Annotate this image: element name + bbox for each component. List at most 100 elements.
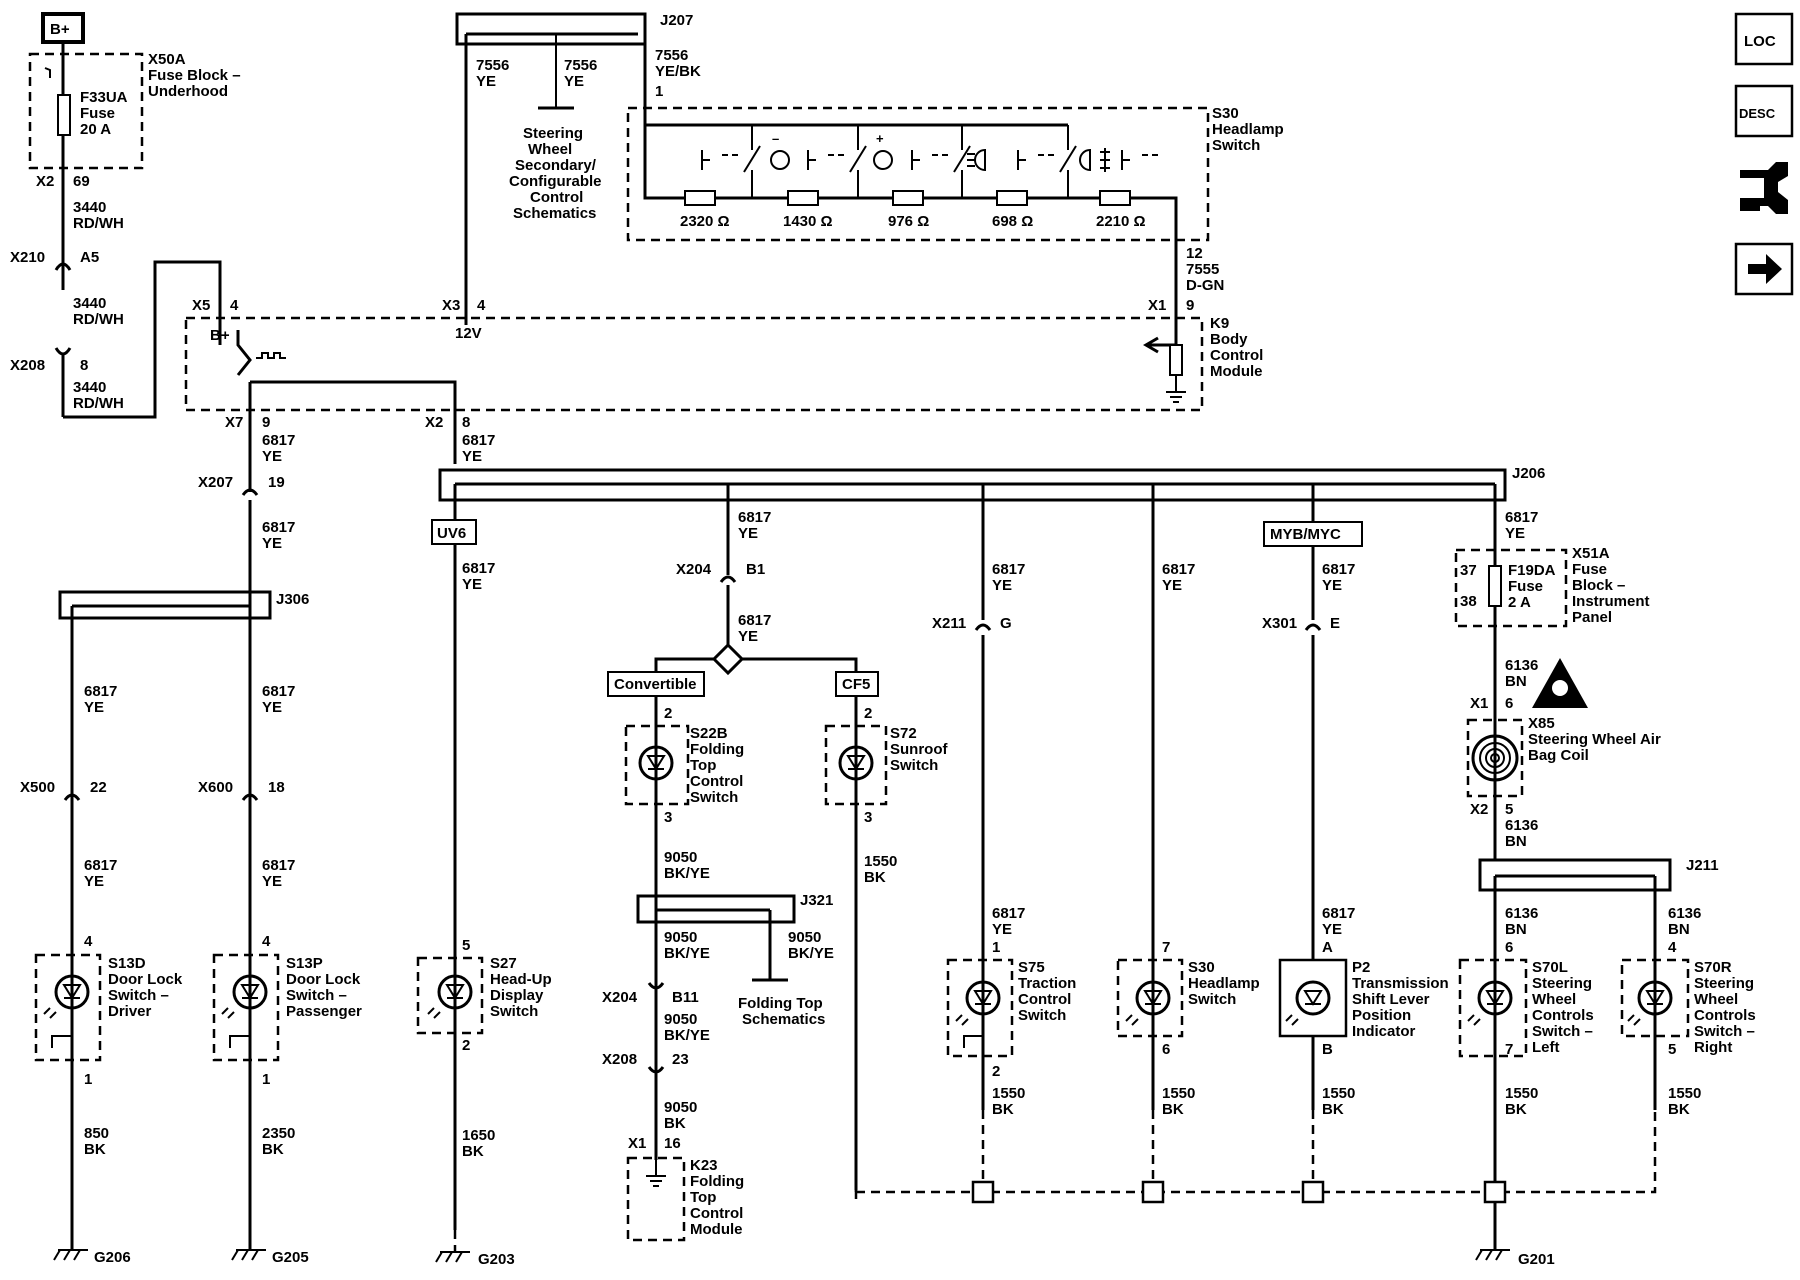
svg-text:F19DA: F19DA: [1508, 562, 1556, 579]
svg-text:7556: 7556: [564, 57, 597, 74]
svg-text:9: 9: [262, 414, 270, 431]
svg-text:BK: BK: [1162, 1101, 1184, 1118]
svg-text:BK: BK: [1322, 1101, 1344, 1118]
x210-connector: [54, 262, 72, 271]
svg-text:Steering: Steering: [1532, 975, 1592, 992]
svg-text:Fuse: Fuse: [1508, 578, 1543, 595]
svg-text:6136: 6136: [1505, 905, 1538, 922]
svg-text:1550: 1550: [1505, 1085, 1538, 1102]
svg-text:Passenger: Passenger: [286, 1003, 362, 1020]
svg-text:8: 8: [80, 357, 88, 374]
svg-text:1550: 1550: [1162, 1085, 1195, 1102]
svg-text:B1: B1: [746, 561, 765, 578]
svg-text:A5: A5: [80, 249, 99, 266]
svg-text:4: 4: [1668, 939, 1677, 956]
svg-text:BK: BK: [262, 1141, 284, 1158]
svg-text:X5: X5: [192, 297, 210, 314]
svg-text:YE: YE: [262, 448, 282, 465]
svg-text:Switch: Switch: [490, 1003, 538, 1020]
j206-splice: [438, 468, 1507, 502]
svg-text:Left: Left: [1532, 1039, 1560, 1056]
svg-text:YE: YE: [476, 73, 496, 90]
svg-text:Control: Control: [690, 1205, 743, 1222]
resistor-value-4: 2210 Ω: [1096, 213, 1146, 230]
svg-text:Fuse: Fuse: [1572, 561, 1607, 578]
svg-text:Underhood: Underhood: [148, 83, 228, 100]
svg-text:Secondary/: Secondary/: [515, 157, 597, 174]
svg-text:J206: J206: [1512, 465, 1545, 482]
next-page-button[interactable]: [1734, 242, 1794, 296]
p2-transmission-shift-lever-indicator: MYB/MYC 6817 YE X301 E 6817 YE A P2 Tran…: [1262, 484, 1449, 1118]
svg-text:5: 5: [1668, 1041, 1676, 1058]
svg-text:Convertible: Convertible: [614, 676, 697, 693]
connector-repair-icon[interactable]: [1740, 162, 1788, 214]
svg-text:850: 850: [84, 1125, 109, 1142]
svg-text:Position: Position: [1352, 1007, 1411, 1024]
x600-connector: [241, 793, 259, 801]
svg-text:X211: X211: [932, 615, 966, 632]
svg-text:6817: 6817: [738, 612, 771, 629]
svg-text:9050: 9050: [788, 929, 821, 946]
svg-text:LOC: LOC: [1744, 33, 1776, 50]
svg-text:69: 69: [73, 173, 90, 190]
ground-bus: [854, 1110, 1657, 1204]
loc-button[interactable]: LOC: [1734, 12, 1794, 66]
svg-text:Control: Control: [1210, 347, 1263, 364]
svg-text:YE: YE: [262, 699, 282, 716]
desc-button[interactable]: DESC: [1734, 84, 1794, 138]
svg-text:BK: BK: [992, 1101, 1014, 1118]
f19da-fuse: [1488, 565, 1502, 607]
svg-text:S72: S72: [890, 725, 917, 742]
svg-text:Switch –: Switch –: [1694, 1023, 1755, 1040]
svg-text:6817: 6817: [262, 683, 295, 700]
svg-text:8: 8: [462, 414, 470, 431]
svg-text:6817: 6817: [262, 432, 295, 449]
svg-text:X207: X207: [198, 474, 233, 491]
svg-text:12: 12: [1186, 245, 1203, 262]
svg-text:BK: BK: [664, 1115, 686, 1132]
svg-text:S27: S27: [490, 955, 517, 972]
x50a-label: X50A: [148, 51, 186, 68]
svg-text:Module: Module: [1210, 363, 1263, 380]
j207-splice: [455, 12, 647, 46]
svg-text:1: 1: [262, 1071, 270, 1088]
svg-text:Door Lock: Door Lock: [286, 971, 361, 988]
svg-text:Steering: Steering: [1694, 975, 1754, 992]
svg-text:A: A: [1322, 939, 1333, 956]
svg-text:X208: X208: [602, 1051, 637, 1068]
svg-text:X7: X7: [225, 414, 243, 431]
j306-splice: [58, 590, 272, 620]
svg-text:Indicator: Indicator: [1352, 1023, 1416, 1040]
svg-text:E: E: [1330, 615, 1340, 632]
svg-text:X51A: X51A: [1572, 545, 1610, 562]
x211-connector: [974, 623, 992, 631]
svg-text:K23: K23: [690, 1157, 718, 1174]
svg-text:Bag Coil: Bag Coil: [1528, 747, 1589, 764]
svg-text:Controls: Controls: [1694, 1007, 1756, 1024]
svg-text:1550: 1550: [1668, 1085, 1701, 1102]
svg-text:YE: YE: [1162, 577, 1182, 594]
svg-text:1: 1: [992, 939, 1000, 956]
svg-text:7555: 7555: [1186, 261, 1219, 278]
svg-text:37: 37: [1460, 562, 1477, 579]
resistor-value-2: 976 Ω: [888, 213, 929, 230]
resistor-value-3: 698 Ω: [992, 213, 1033, 230]
svg-text:X600: X600: [198, 779, 233, 796]
s30-headlamp-switch-block: [626, 106, 1210, 242]
svg-text:G: G: [1000, 615, 1012, 632]
svg-text:YE: YE: [738, 525, 758, 542]
svg-text:16: 16: [664, 1135, 681, 1152]
svg-text:S13P: S13P: [286, 955, 323, 972]
svg-text:6817: 6817: [1322, 905, 1355, 922]
svg-text:+: +: [876, 131, 884, 146]
svg-text:4: 4: [230, 297, 239, 314]
svg-text:Wheel: Wheel: [528, 141, 572, 158]
svg-text:22: 22: [90, 779, 107, 796]
svg-text:9050: 9050: [664, 929, 697, 946]
svg-text:BK/YE: BK/YE: [664, 945, 710, 962]
svg-text:Driver: Driver: [108, 1003, 152, 1020]
svg-text:YE: YE: [564, 73, 584, 90]
svg-text:BK/YE: BK/YE: [664, 865, 710, 882]
svg-text:–: –: [772, 131, 779, 146]
